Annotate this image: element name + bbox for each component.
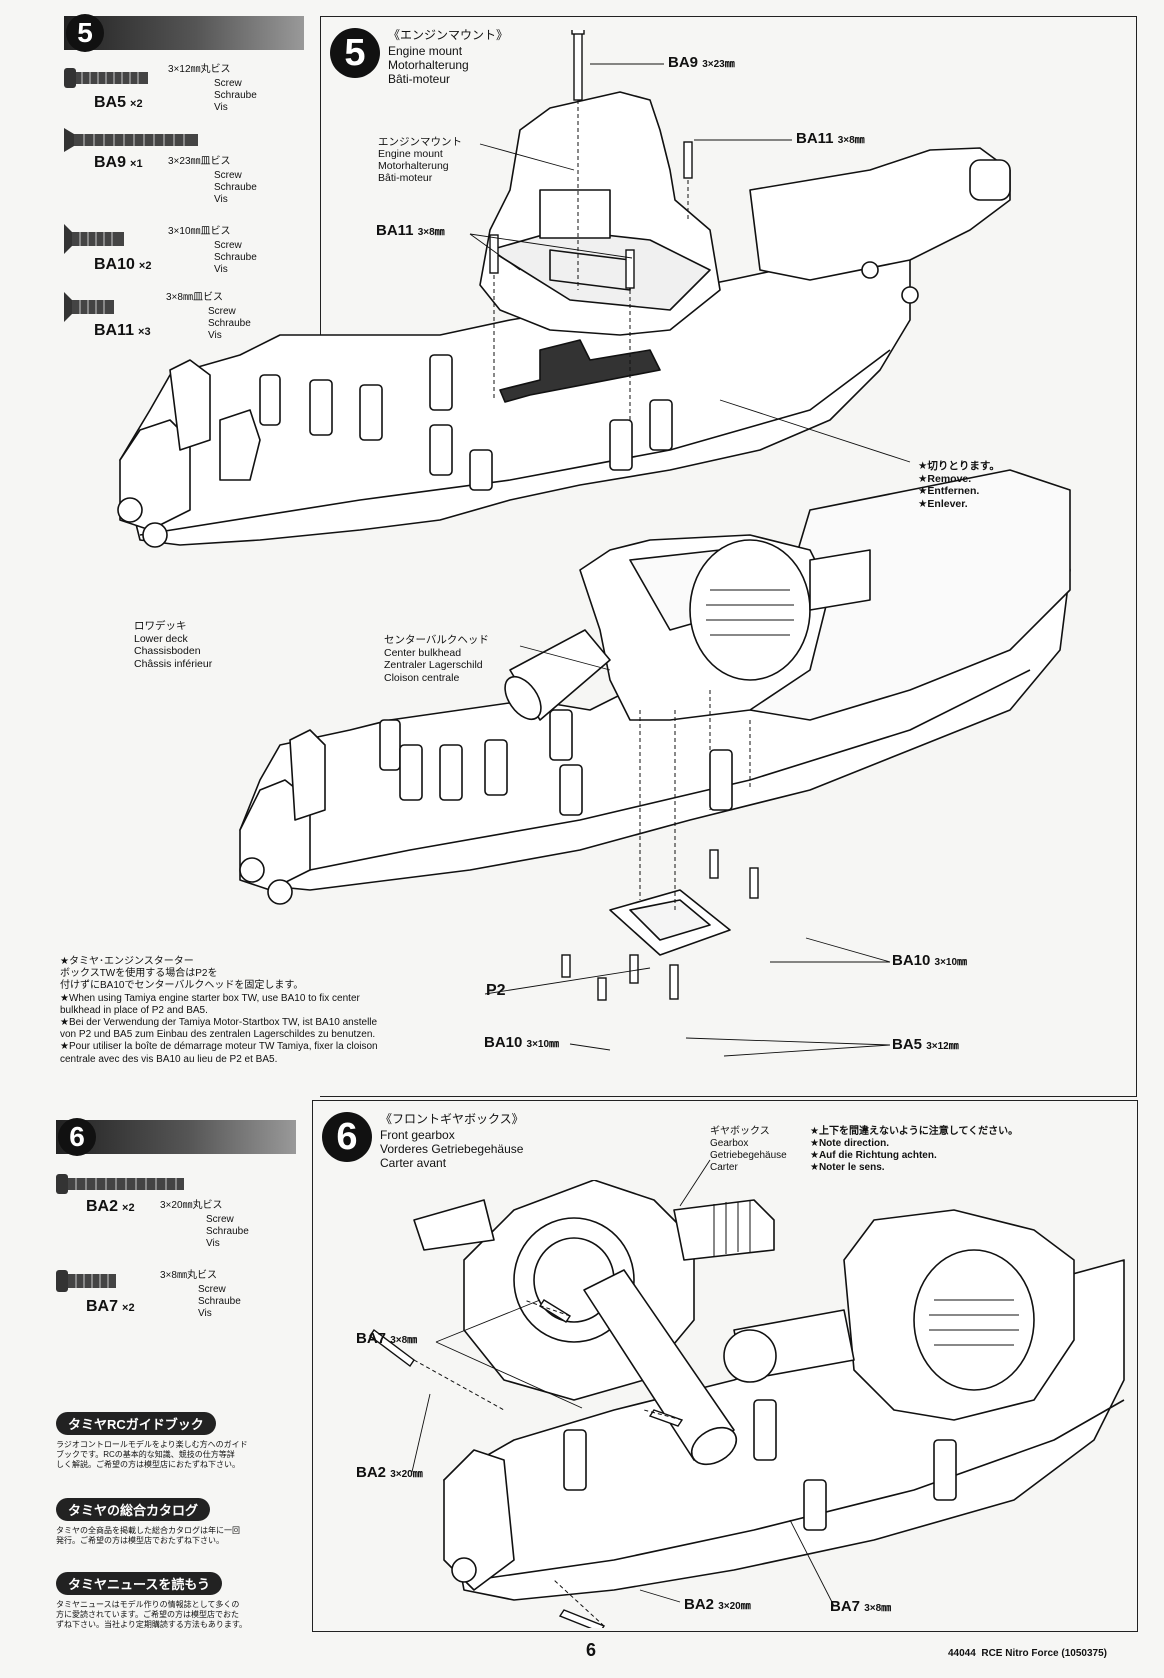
screw-ba2-code: BA2×2	[86, 1198, 135, 1215]
step5-panel-top-edge	[320, 16, 1136, 17]
screw-ba11-names: Screw Schraube Vis	[208, 306, 251, 341]
label-ba2-bottom: BA2 3×20㎜	[684, 1596, 751, 1613]
screw-ba11-code: BA11×3	[94, 322, 151, 339]
screw-ba10-names: Screw Schraube Vis	[214, 240, 257, 275]
screw-ba5-icon	[64, 68, 148, 88]
guide-news-title: タミヤニュースを読もう	[56, 1572, 222, 1595]
screw-ba11-icon	[64, 292, 114, 322]
guide-rc-guidebook-text: ラジオコントロールモデルをより楽しむ方へのガイド ブックです。RCの基本的な知識…	[56, 1440, 248, 1469]
label-remove: ★切りとります。 ★Remove. ★Entfernen. ★Enlever.	[918, 460, 1000, 510]
step5-starter-box-note: ★タミヤ･エンジンスターター ボックスTWを使用する場合はP2を 付けずにBA1…	[60, 956, 378, 1065]
guide-news-text: タミヤニュースはモデル作りの情報誌として多くの 方に愛読されています。ご希望の方…	[56, 1600, 248, 1629]
step5-leader-lines	[469, 63, 911, 1057]
label-ba7-left: BA7 3×8㎜	[356, 1330, 418, 1347]
screw-ba10-icon	[64, 224, 124, 254]
step5-panel	[320, 16, 1137, 1097]
guide-catalog-title: タミヤの総合カタログ	[56, 1498, 211, 1521]
guide-rc-guidebook-title: タミヤRCガイドブック	[56, 1412, 216, 1435]
screw-ba9-icon	[64, 128, 198, 152]
label-center-bulkhead: センターバルクヘッド Center bulkhead Zentraler Lag…	[384, 634, 489, 684]
screw-ba10-spec: 3×10㎜皿ビス	[168, 226, 231, 237]
label-ba5: BA5 3×12㎜	[892, 1036, 959, 1053]
screw-ba7-code: BA7×2	[86, 1298, 135, 1315]
label-lower-deck: ロワデッキ Lower deck Chassisboden Châssis in…	[134, 620, 213, 670]
step6-panel-badge: 6	[322, 1112, 372, 1162]
step6-badge: 6	[58, 1118, 96, 1156]
label-p2: P2	[486, 982, 506, 999]
screw-ba5-names: Screw Schraube Vis	[214, 78, 257, 113]
step5-panel-left-edge	[320, 16, 321, 356]
screw-ba9-spec: 3×23㎜皿ビス	[168, 156, 231, 167]
step6-illustration	[369, 1180, 1125, 1628]
screw-ba2-names: Screw Schraube Vis	[206, 1214, 249, 1249]
screw-ba11-spec: 3×8㎜皿ビス	[166, 292, 223, 303]
screw-ba2-spec: 3×20㎜丸ビス	[160, 1200, 223, 1211]
label-ba7-bottom: BA7 3×8㎜	[830, 1598, 892, 1615]
screw-ba7-icon	[56, 1270, 116, 1292]
screw-ba7-names: Screw Schraube Vis	[198, 1284, 241, 1319]
guide-catalog-text: タミヤの全商品を掲載した総合カタログは年に一回 発行。ご希望の方は模型店でおたず…	[56, 1526, 240, 1545]
label-ba2-left: BA2 3×20㎜	[356, 1464, 423, 1481]
step5-illustration	[117, 30, 1071, 1001]
label-ba10-left: BA10 3×10㎜	[484, 1034, 560, 1051]
step5-badge: 5	[66, 14, 104, 52]
step6-header-bar	[56, 1120, 296, 1154]
step6-title-jp: 《フロントギヤボックス》	[380, 1112, 524, 1126]
step5-title-jp: 《エンジンマウント》	[388, 28, 509, 42]
screw-ba10-code: BA10×2	[94, 256, 152, 273]
label-ba9: BA9 3×23㎜	[668, 54, 735, 71]
step6-title: Front gearbox Vorderes Getriebegehäuse C…	[380, 1128, 524, 1170]
step5-title: Engine mount Motorhalterung Bâti-moteur	[388, 44, 469, 86]
label-gearbox: ギヤボックス Gearbox Getriebegehäuse Carter	[710, 1126, 787, 1173]
screw-ba7-spec: 3×8㎜丸ビス	[160, 1270, 217, 1281]
label-ba11-top: BA11 3×8㎜	[796, 130, 865, 147]
label-engine-mount: エンジンマウント Engine mount Motorhalterung Bât…	[378, 136, 462, 184]
label-ba10-right: BA10 3×10㎜	[892, 952, 968, 969]
screw-ba5-code: BA5×2	[94, 94, 143, 111]
step5-header-bar	[64, 16, 304, 50]
screw-ba9-code: BA9×1	[94, 154, 143, 171]
label-ba11-left: BA11 3×8㎜	[376, 222, 445, 239]
step6-panel	[312, 1100, 1138, 1632]
screw-ba5-spec: 3×12㎜丸ビス	[168, 64, 231, 75]
step5-panel-badge: 5	[330, 28, 380, 78]
screw-ba9-names: Screw Schraube Vis	[214, 170, 257, 205]
label-note-direction: ★上下を間違えないように注意してください。 ★Note direction. ★…	[810, 1126, 1019, 1173]
screw-ba2-icon	[56, 1174, 184, 1194]
model-code: 44044 RCE Nitro Force (1050375)	[948, 1648, 1107, 1659]
page-number: 6	[586, 1640, 597, 1660]
